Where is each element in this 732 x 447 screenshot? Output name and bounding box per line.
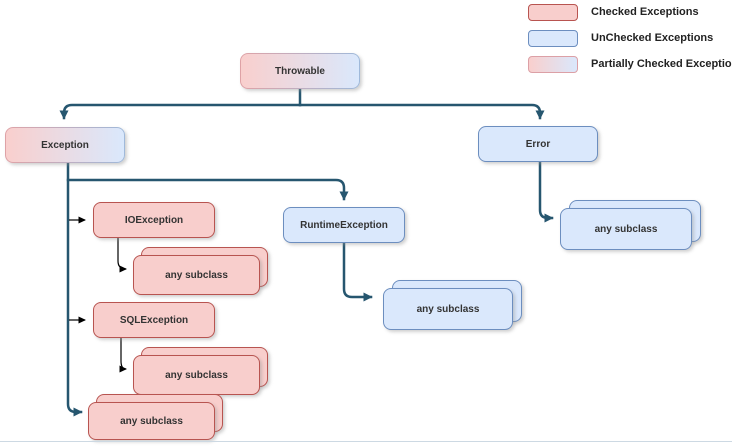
node-label: any subclass [416,303,480,315]
legend-item-partially-checked: Partially Checked Exceptions [528,55,732,73]
stack-sqlexception-subclass: any subclass [133,347,268,395]
edge-sqlexception-any-subclass [119,338,127,373]
node-sqlexception: SQLException [93,302,215,338]
legend-label: UnChecked Exceptions [591,32,714,44]
node-label: Throwable [274,65,325,77]
node-error: Error [478,126,598,162]
stack-error-subclass: any subclass [560,200,701,250]
legend-label: Partially Checked Exceptions [591,58,732,70]
unchecked-swatch [528,29,578,47]
partially-checked-swatch [528,55,578,73]
legend-item-checked: Checked Exceptions [528,3,699,21]
node-sqlexception-any-subclass: any subclass [133,355,260,395]
legend-label: Checked Exceptions [591,6,699,18]
stack-runtimeexception-subclass: any subclass [383,280,522,330]
bottom-divider [0,441,732,442]
node-label: Exception [41,139,89,151]
node-runtimeexception-any-subclass: any subclass [383,288,513,330]
node-label: any subclass [165,269,228,281]
node-label: IOException [124,214,184,226]
edge-exception-trunk-to-any-subclass [66,161,83,417]
node-throwable: Throwable [240,53,360,89]
edge-runtimeexception-any-subclass [342,241,373,302]
edge-throwable-exception [59,103,302,120]
node-ioexception: IOException [93,202,215,238]
edge-throwable-error [298,103,545,120]
node-label: SQLException [119,314,189,326]
node-ioexception-any-subclass: any subclass [133,255,260,295]
node-label: any subclass [120,415,183,427]
node-label: Error [525,138,551,150]
node-error-any-subclass: any subclass [560,208,692,250]
stack-exception-subclass: any subclass [88,394,223,440]
legend-item-unchecked: UnChecked Exceptions [528,29,713,47]
node-label: RuntimeException [300,219,388,231]
edge-error-any-subclass [538,160,554,223]
node-label: any subclass [594,223,658,235]
stack-ioexception-subclass: any subclass [133,247,268,295]
checked-swatch [528,3,578,21]
node-exception: Exception [5,127,125,163]
node-exception-any-subclass: any subclass [88,402,215,440]
node-label: any subclass [165,369,228,381]
node-runtimeexception: RuntimeException [283,207,405,243]
edge-ioexception-any-subclass [117,238,127,273]
edge-exception-runtimeexception [66,178,349,201]
